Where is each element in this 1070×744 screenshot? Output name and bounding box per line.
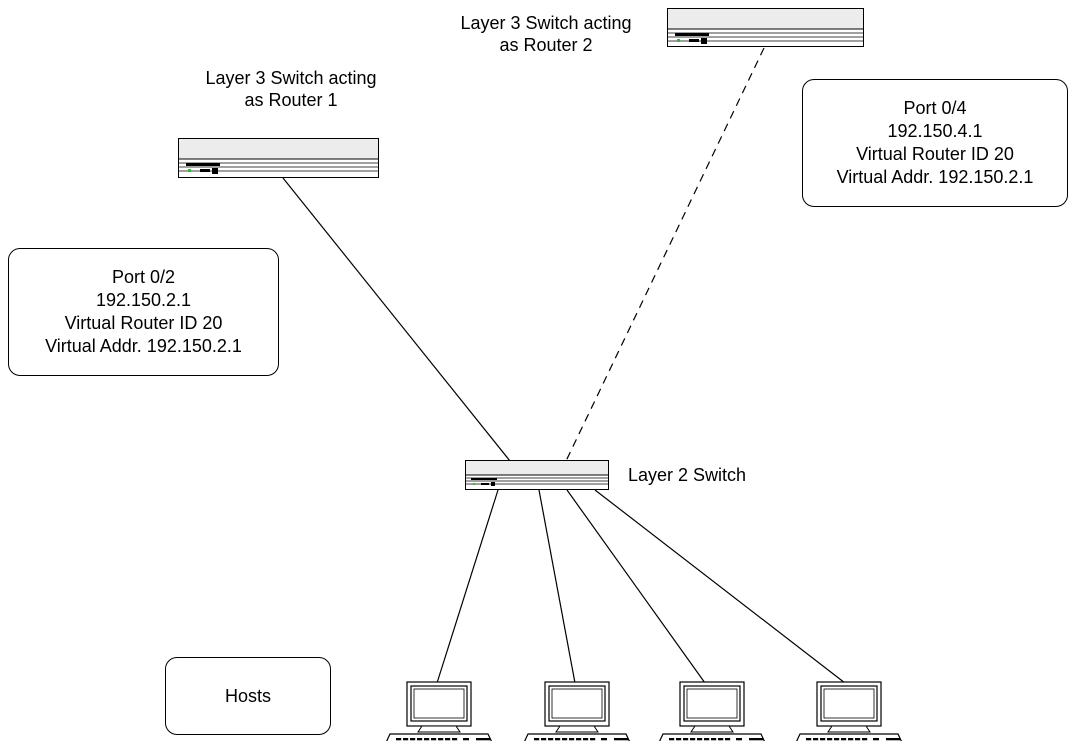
link-l2switch-host-3 [566,489,706,684]
router2-port-name: Port 0/4 [903,98,967,118]
router2-caption: Layer 3 Switch acting as Router 2 [415,12,677,56]
l2switch-caption: Layer 2 Switch [628,465,747,485]
host-computer-1 [380,681,498,744]
host-computer-2 [518,681,636,744]
computer-icon [384,681,494,744]
link-router2-l2switch [565,47,765,462]
router1-virtual-addr: Virtual Addr. 192.150.2.1 [45,336,242,356]
hosts-label-box: Hosts [165,657,331,735]
computer-icon [522,681,632,744]
router2-device [667,8,864,47]
l2switch-device [465,460,609,490]
host-computer-4 [790,681,908,744]
router1-port-box: Port 0/2 192.150.2.1 Virtual Router ID 2… [8,248,279,376]
host-computer-3 [653,681,771,744]
link-l2switch-host-1 [436,489,499,684]
router1-device [178,138,379,178]
computer-icon [657,681,767,744]
router2-port-ip: 192.150.4.1 [887,121,983,141]
computer-icon [794,681,904,744]
router1-virtual-router-id: Virtual Router ID 20 [64,313,223,333]
link-l2switch-host-2 [538,489,576,684]
router1-caption-line-1: Layer 3 Switch acting [205,68,377,88]
router2-virtual-router-id: Virtual Router ID 20 [856,144,1014,164]
link-l2switch-host-4 [594,489,846,684]
router2-caption-line-1: Layer 3 Switch acting [460,13,632,33]
router2-virtual-addr: Virtual Addr. 192.150.2.1 [836,167,1034,187]
router1-caption-line-2: as Router 1 [244,90,338,110]
router1-caption: Layer 3 Switch acting as Router 1 [160,67,422,111]
router1-port-name: Port 0/2 [111,267,176,287]
router2-caption-line-2: as Router 2 [499,35,593,55]
hosts-label: Hosts [224,685,271,706]
router1-port-ip: 192.150.2.1 [95,290,192,310]
link-router1-l2switch [282,177,511,462]
router2-port-box: Port 0/4 192.150.4.1 Virtual Router ID 2… [802,79,1068,207]
